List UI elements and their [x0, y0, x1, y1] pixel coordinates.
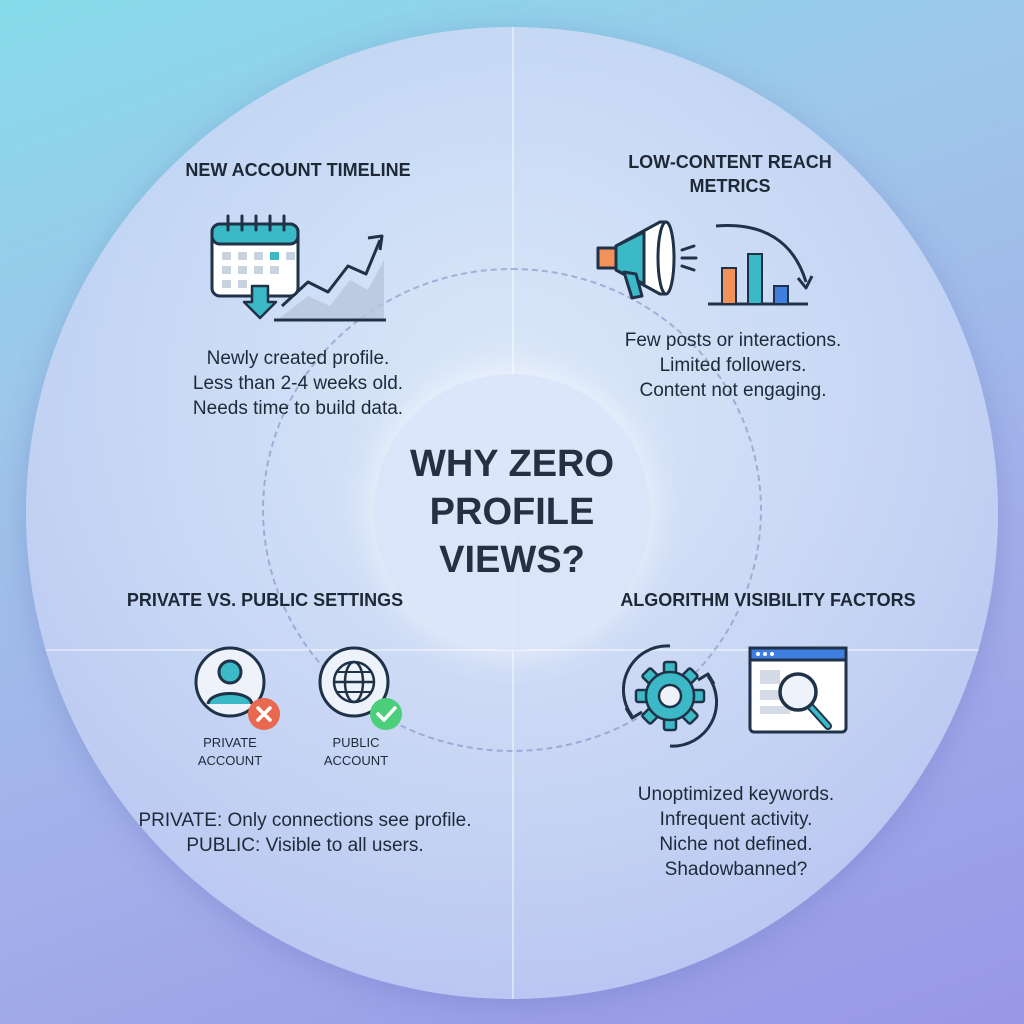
private-label-line-1: PRIVATE [203, 735, 257, 750]
private-account-label: PRIVATE ACCOUNT [175, 734, 285, 770]
algorithm-description: Unoptimized keywords. Infrequent activit… [606, 782, 866, 882]
user-x-icon [194, 646, 280, 730]
reach-line-2: Limited followers. [659, 355, 807, 376]
algorithm-heading: ALGORITHM VISIBILITY FACTORS [620, 590, 916, 610]
timeline-line-2: Less than 2-4 weeks old. [192, 373, 404, 394]
megaphone-bar-chart-icon [596, 220, 814, 306]
privacy-line-2: PUBLIC: Visible to all users. [186, 835, 424, 856]
center-circle: WHY ZERO PROFILE VIEWS? [374, 374, 650, 650]
timeline-heading: NEW ACCOUNT TIMELINE [185, 160, 411, 180]
algorithm-line-2: Infrequent activity. [659, 809, 813, 830]
public-account-label: PUBLIC ACCOUNT [301, 734, 411, 770]
public-label-line-1: PUBLIC [332, 735, 380, 750]
center-title: WHY ZERO PROFILE VIEWS? [409, 443, 615, 581]
algorithm-line-4: Shadowbanned? [664, 859, 808, 880]
browser-search-icon [748, 646, 848, 734]
reach-line-3: Content not engaging. [639, 380, 827, 401]
gear-refresh-icon [622, 644, 718, 748]
reach-heading-line-1: LOW-CONTENT REACH [628, 152, 832, 172]
timeline-description: Newly created profile. Less than 2-4 wee… [140, 346, 456, 421]
reach-line-1: Few posts or interactions. [624, 330, 842, 351]
algorithm-line-1: Unoptimized keywords. [637, 784, 835, 805]
private-label-line-2: ACCOUNT [197, 753, 263, 768]
timeline-line-1: Newly created profile. [206, 348, 390, 369]
reach-description: Few posts or interactions. Limited follo… [580, 328, 886, 403]
public-label-line-2: ACCOUNT [323, 753, 389, 768]
calendar-trend-icon [210, 214, 386, 322]
dashed-ring [262, 268, 762, 752]
globe-check-icon [318, 646, 402, 730]
reach-heading: LOW-CONTENT REACH METRICS [590, 150, 870, 198]
reach-heading-line-2: METRICS [689, 176, 771, 196]
privacy-line-1: PRIVATE: Only connections see profile. [138, 810, 472, 831]
privacy-description: PRIVATE: Only connections see profile. P… [120, 808, 490, 858]
timeline-line-3: Needs time to build data. [192, 398, 404, 419]
privacy-heading: PRIVATE VS. PUBLIC SETTINGS [126, 590, 404, 610]
algorithm-line-3: Niche not defined. [659, 834, 813, 855]
